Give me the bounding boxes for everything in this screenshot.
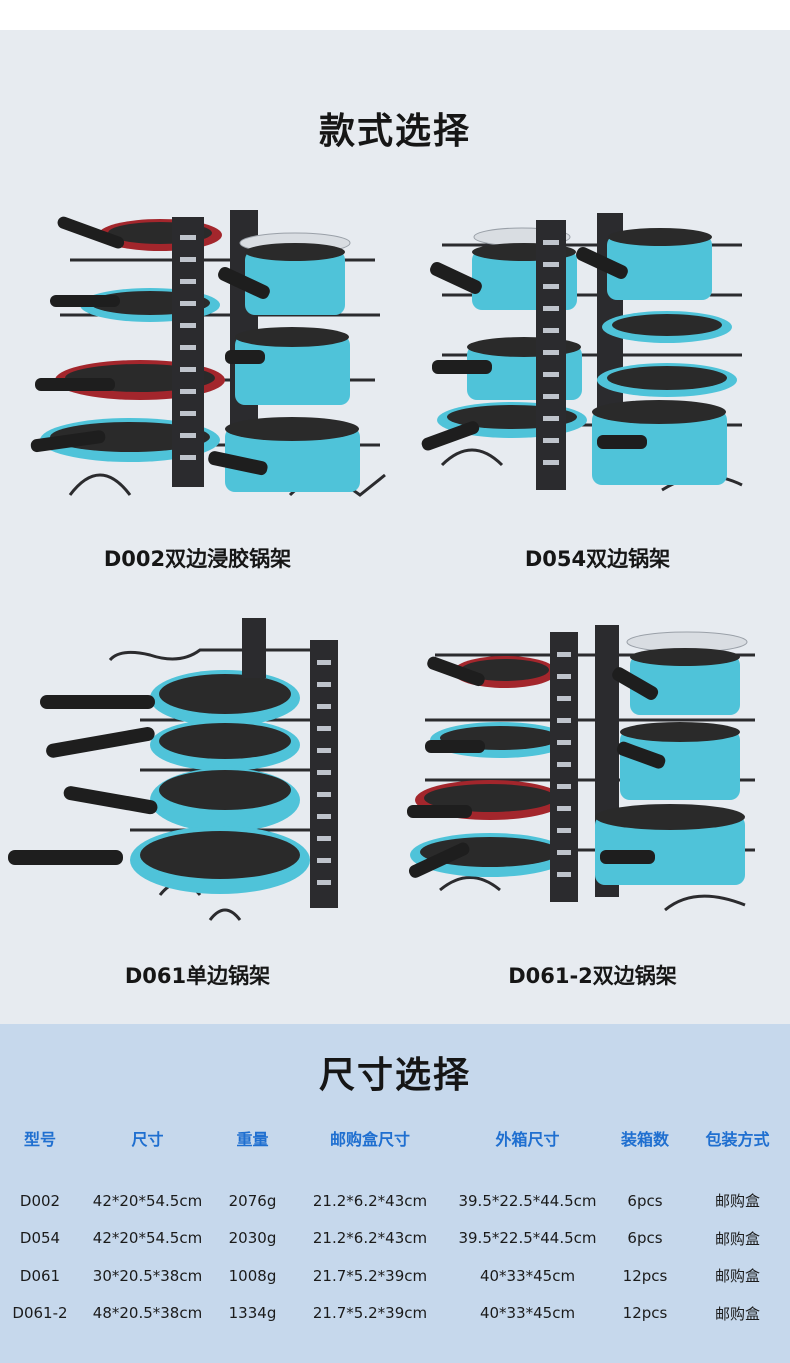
pan-rack-image [421,213,743,492]
product-label: D061单边锅架 [124,964,271,988]
cell-packaging: 邮购盒 [714,1229,760,1248]
cell-mailbox-size: 21.2*6.2*43cm [312,1191,428,1210]
cell-carton-size: 40*33*45cm [479,1304,576,1323]
size-section-background [0,1024,790,1363]
product-card-d061-2: D061-2双边锅架 [395,610,790,1040]
style-section-title: 款式选择 [318,111,471,152]
pan-rack-image [407,625,755,912]
size-section-title: 尺寸选择 [318,1055,471,1096]
cell-packaging: 邮购盒 [714,1304,760,1323]
cell-carton-qty: 12pcs [622,1266,668,1285]
table-row: D002 42*20*54.5cm 2076g 21.2*6.2*43cm 39… [0,1182,790,1220]
pan-rack-image [30,210,386,497]
header-packaging: 包装方式 [705,1130,770,1149]
cell-mailbox-size: 21.7*5.2*39cm [312,1304,428,1323]
header-carton-size: 外箱尺寸 [495,1130,560,1149]
table-row: D054 42*20*54.5cm 2030g 21.2*6.2*43cm 39… [0,1220,790,1258]
table-spacer [0,1156,790,1182]
header-size: 尺寸 [131,1130,164,1149]
product-card-d054: D054双边锅架 [412,195,790,625]
cell-carton-qty: 6pcs [627,1191,663,1210]
cell-size: 42*20*54.5cm [92,1229,203,1248]
cell-mailbox-size: 21.7*5.2*39cm [312,1266,428,1285]
pan-rack-image [8,618,338,921]
cell-packaging: 邮购盒 [714,1192,760,1211]
header-mailbox-size: 邮购盒尺寸 [329,1130,410,1149]
cell-carton-size: 39.5*22.5*44.5cm [458,1229,597,1248]
cell-carton-size: 39.5*22.5*44.5cm [458,1191,597,1210]
header-model: 型号 [23,1130,56,1149]
cell-size: 30*20.5*38cm [92,1266,203,1285]
spec-table-header: 型号 尺寸 重量 邮购盒尺寸 外箱尺寸 装箱数 包装方式 [0,1120,790,1156]
cell-model: D002 [19,1191,61,1210]
cell-size: 42*20*54.5cm [92,1191,203,1210]
cell-model: D054 [19,1229,61,1248]
product-card-d002: D002双边浸胶锅架 [0,195,395,625]
cell-packaging: 邮购盒 [714,1267,760,1286]
cell-size: 48*20.5*38cm [92,1304,203,1323]
table-row: D061 30*20.5*38cm 1008g 21.7*5.2*39cm 40… [0,1257,790,1295]
table-row: D061-2 48*20.5*38cm 1334g 21.7*5.2*39cm … [0,1295,790,1333]
cell-carton-qty: 6pcs [627,1229,663,1248]
header-carton-qty: 装箱数 [620,1130,669,1149]
cell-weight: 1334g [228,1304,277,1323]
cell-carton-size: 40*33*45cm [479,1266,576,1285]
top-band [0,0,790,30]
cell-model: D061 [19,1266,61,1285]
cell-carton-qty: 12pcs [622,1304,668,1323]
product-label: D061-2双边锅架 [508,964,677,988]
product-label: D002双边浸胶锅架 [103,547,292,571]
cell-mailbox-size: 21.2*6.2*43cm [312,1229,428,1248]
header-weight: 重量 [236,1130,269,1149]
cell-weight: 2076g [228,1191,277,1210]
spec-table: 型号 尺寸 重量 邮购盒尺寸 外箱尺寸 装箱数 包装方式 D002 42*20*… [0,1120,790,1332]
cell-model: D061-2 [12,1304,68,1323]
product-label: D054双边锅架 [524,547,671,571]
product-card-d061: D061单边锅架 [0,610,395,1040]
cell-weight: 1008g [228,1266,277,1285]
cell-weight: 2030g [228,1229,277,1248]
